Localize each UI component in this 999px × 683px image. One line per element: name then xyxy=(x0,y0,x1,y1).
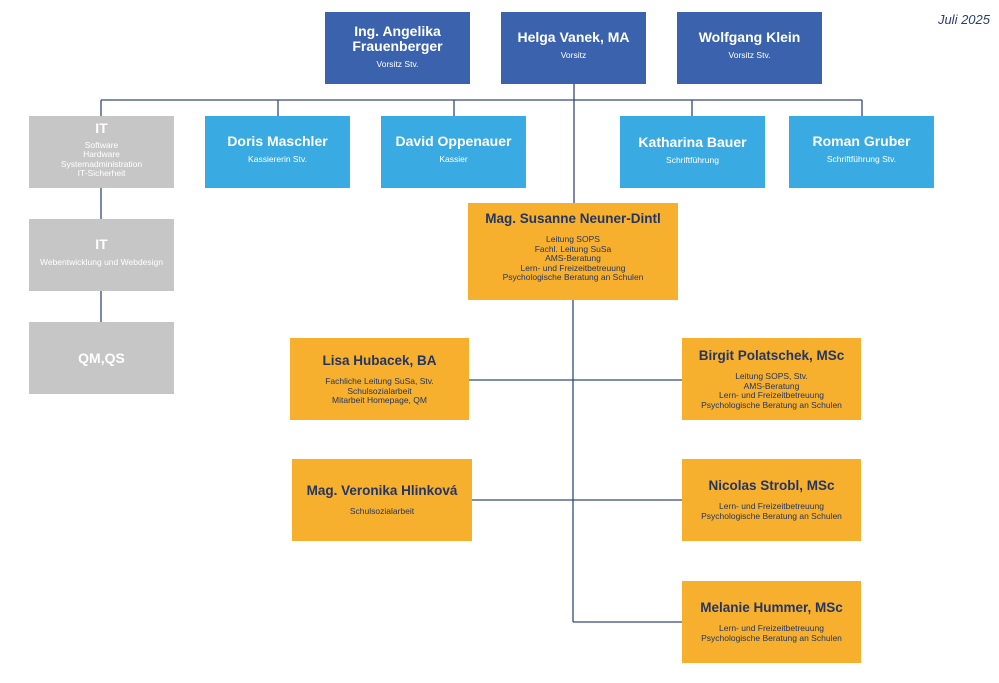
board-box-vanek: Helga Vanek, MA Vorsitz xyxy=(501,12,646,84)
person-name: Ing. Angelika Frauenberger xyxy=(352,23,443,54)
person-name: Melanie Hummer, MSc xyxy=(700,600,843,615)
person-role: Schriftführung Stv. xyxy=(826,154,897,164)
person-role: Leitung SOPS Fachl. Leitung SuSa AMS-Ber… xyxy=(502,234,644,283)
it-box-qm: QM,QS xyxy=(29,322,174,394)
person-name: Roman Gruber xyxy=(812,133,911,149)
committee-box-maschler: Doris Maschler Kassiererin Stv. xyxy=(205,116,350,188)
unit-role: Software Hardware Systemadministration I… xyxy=(60,140,143,178)
person-role: Lern- und Freizeitbetreuung Psychologisc… xyxy=(701,501,842,521)
person-role: Kassier xyxy=(439,154,468,164)
unit-name: IT xyxy=(95,236,108,252)
it-box-web: IT Webentwicklung und Webdesign xyxy=(29,219,174,291)
staff-box-polatschek: Birgit Polatschek, MSc Leitung SOPS, Stv… xyxy=(682,338,861,420)
person-name: David Oppenauer xyxy=(395,133,512,149)
person-name: Helga Vanek, MA xyxy=(517,29,630,45)
person-role: Vorsitz Stv. xyxy=(728,50,771,60)
person-role: Vorsitz xyxy=(560,50,587,60)
staff-box-strobl: Nicolas Strobl, MSc Lern- und Freizeitbe… xyxy=(682,459,861,541)
staff-box-hlinkova: Mag. Veronika Hlinková Schulsozialarbeit xyxy=(292,459,472,541)
staff-box-hubacek: Lisa Hubacek, BA Fachliche Leitung SuSa,… xyxy=(290,338,469,420)
person-name: Doris Maschler xyxy=(227,133,328,149)
person-role: Schriftführung xyxy=(666,155,719,165)
person-role: Lern- und Freizeitbetreuung Psychologisc… xyxy=(701,623,842,643)
person-role: Leitung SOPS, Stv. AMS-Beratung Lern- un… xyxy=(701,371,842,410)
committee-box-bauer: Katharina Bauer Schriftführung xyxy=(620,116,765,188)
person-name: Katharina Bauer xyxy=(638,134,747,150)
person-role: Schulsozialarbeit xyxy=(349,506,415,516)
lead-box-neuner-dintl: Mag. Susanne Neuner-Dintl Leitung SOPS F… xyxy=(468,203,678,300)
date-label: Juli 2025 xyxy=(937,12,990,27)
board-box-klein: Wolfgang Klein Vorsitz Stv. xyxy=(677,12,822,84)
unit-name: IT xyxy=(95,120,108,136)
person-name: Nicolas Strobl, MSc xyxy=(708,478,835,493)
person-name: Mag. Susanne Neuner-Dintl xyxy=(485,211,661,226)
unit-name: QM,QS xyxy=(78,350,125,366)
staff-box-hummer: Melanie Hummer, MSc Lern- und Freizeitbe… xyxy=(682,581,861,663)
person-name: Lisa Hubacek, BA xyxy=(322,353,437,368)
committee-box-gruber: Roman Gruber Schriftführung Stv. xyxy=(789,116,934,188)
committee-box-oppenauer: David Oppenauer Kassier xyxy=(381,116,526,188)
person-role: Kassiererin Stv. xyxy=(248,154,307,164)
person-name: Birgit Polatschek, MSc xyxy=(698,348,845,363)
unit-role: Webentwicklung und Webdesign xyxy=(39,257,163,267)
person-role: Vorsitz Stv. xyxy=(376,59,419,69)
board-box-frauenberger: Ing. Angelika Frauenberger Vorsitz Stv. xyxy=(325,12,470,84)
person-name: Mag. Veronika Hlinková xyxy=(306,483,458,498)
it-box-systems: IT Software Hardware Systemadministratio… xyxy=(29,116,174,188)
person-name: Wolfgang Klein xyxy=(698,29,801,45)
person-role: Fachliche Leitung SuSa, Stv. Schulsozial… xyxy=(325,376,434,406)
